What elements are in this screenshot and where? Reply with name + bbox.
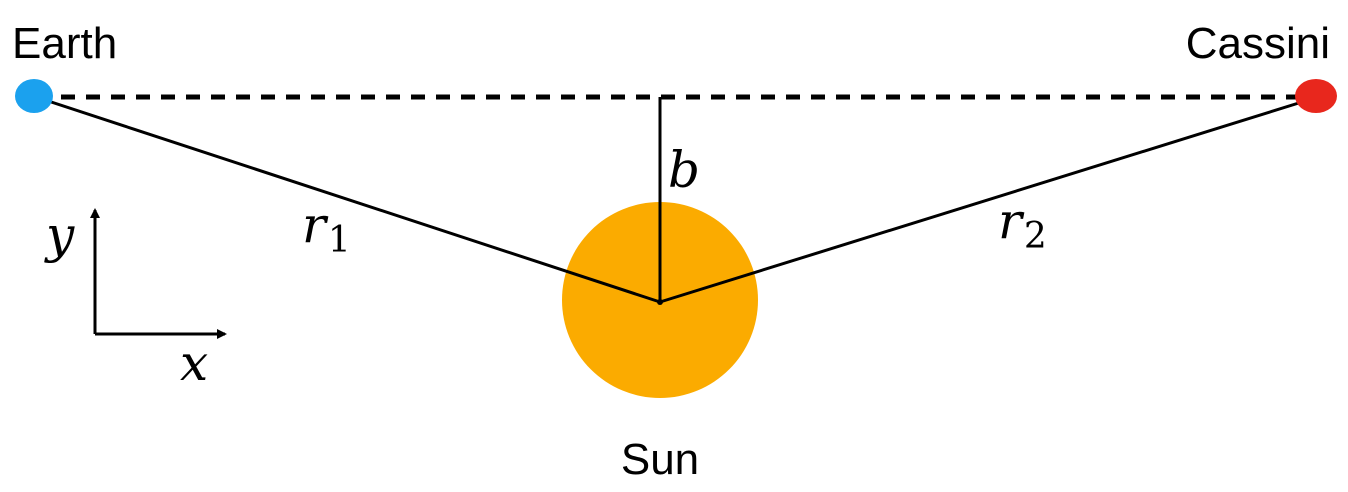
sun-center-dot — [657, 299, 663, 305]
r1-label: r1 — [302, 196, 351, 261]
earth-dot — [15, 79, 53, 113]
sun-label: Sun — [621, 435, 699, 484]
r2-line — [659, 95, 1319, 304]
r2-label: r2 — [998, 192, 1047, 257]
cassini-label: Cassini — [1186, 19, 1330, 68]
r1-line — [35, 95, 661, 304]
x-axis-label: x — [180, 334, 208, 392]
b-label: b — [668, 141, 700, 199]
earth-label: Earth — [12, 19, 117, 68]
r2-subscript: 2 — [1024, 216, 1047, 257]
r1-symbol: r — [302, 196, 329, 254]
cassini-dot — [1295, 79, 1337, 113]
r1-subscript: 1 — [328, 220, 351, 261]
r2-symbol: r — [998, 192, 1025, 250]
y-axis-label: y — [44, 206, 75, 264]
